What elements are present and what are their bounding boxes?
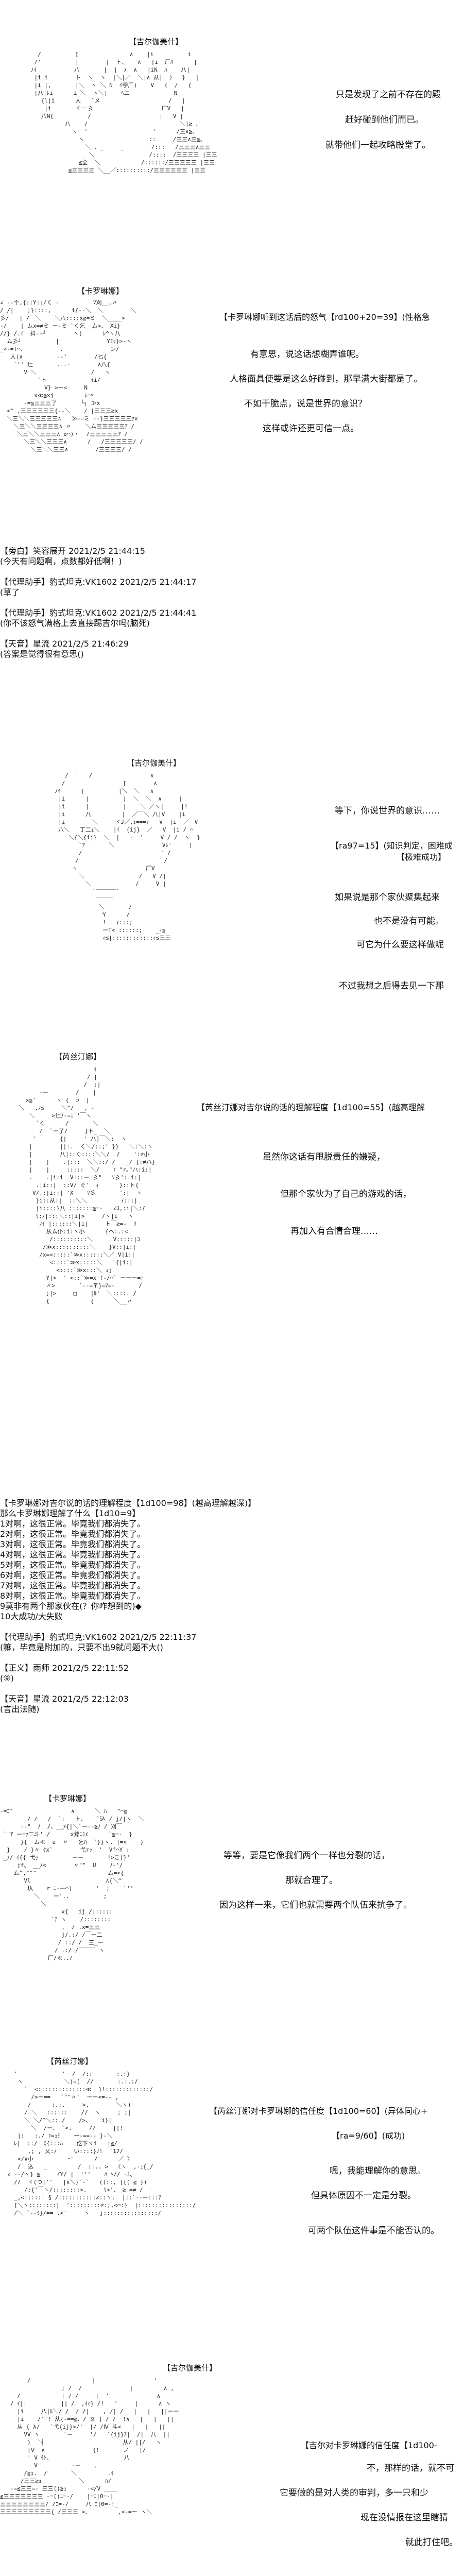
dice-roll-result: 【ra=9/60】(成功) [332,2131,405,2141]
option-item: 10大成功/大失败 [0,1612,63,1621]
roll-header: 【卡罗琳娜对吉尔说的话的理解程度【1d100=98】(越高理解越深)】 [0,1498,256,1508]
option-item: 8对啊，这很正常。毕竟我们都消失了。 [0,1591,146,1601]
dialogue-line: 再加入有合情合理…… [290,1226,378,1236]
ascii-art-gilgamesh: / ' / ∧ / [ ∧ ﾉｲ [ |＼ ＼ ∧ |i | | ＼ ＼ ∧ |… [55,772,200,941]
dialogue-line: 嗯，我能理解你的意思。 [330,2166,426,2176]
option-item: 2对啊，这很正常。毕竟我们都消失了。 [0,1529,146,1539]
comment-body: (草了 [0,587,20,597]
comment-body: (⑨) [0,1673,14,1683]
panel-carolina-1: 【卡罗琳娜】 ∠ --个,{::Y::/く - ﾏ刈__,〃 / /| ;}::… [0,283,464,515]
dialogue-line: 不过我想之后得去见一下那 [339,981,444,991]
comment: 【代理助手】豹式坦克:VK1602 2021/2/5 21:44:17 (草了 [0,577,464,598]
comment-header: 【旁白】笑容展开 2021/2/5 21:44:15 [0,546,145,556]
comment-header: 【正义】雨师 2021/2/5 22:11:52 [0,1663,129,1673]
ascii-art-carolina: ∠ --个,{::Y::/く - ﾏ刈__,〃 / /| ;}::::, i{-… [0,299,143,453]
dialogue-line: 它要做的是对人类的审判，多一只和少 [280,2488,428,2498]
dialogue-line: 但那个家伙为了自己的游戏的话， [280,1189,411,1199]
option-item: 3对啊，这很正常。毕竟我们都消失了。 [0,1539,146,1549]
comment-thread-2: 【卡罗琳娜对吉尔说的话的理解程度【1d100=98】(越高理解越深)】 那么卡罗… [0,1498,464,1725]
comment-header: 【天音】星流 2021/2/5 21:46:29 [0,639,129,649]
dialogue-line: 就带他们一起攻略殿堂了。 [325,140,431,150]
comment-body: (言出法随) [0,1704,40,1714]
option-item: 1对啊，这很正常。毕竟我们都消失了。 [0,1519,146,1529]
comment: 【旁白】笑容展开 2021/2/5 21:44:15 (今天有问题啊，点数都好低… [0,546,464,567]
speaker-label: 【吉尔伽美什】 [163,2363,217,2372]
dialogue-line: 这样或许还更可信一点。 [263,423,359,434]
dialogue-line: 虽然你这话有甩脱责任的嫌疑， [263,1152,385,1162]
speaker-label: 【卡罗琳娜】 [44,1794,91,1803]
comment-body: (答案是觉得很有意思() [0,649,84,659]
dialogue-line: 因为这样一来，它们也就需要两个队伍来抗争了。 [219,1900,412,1910]
dialogue-line: 赶好碰到他们而已。 [345,115,424,125]
comment-body: (今天有问题啊，点数都好低啊！) [0,556,122,566]
comment-body: (你不该怒气满格上去直接踢吉尔吗(脑死) [0,618,150,628]
option-list: 1对啊，这很正常。毕竟我们都消失了。 2对啊，这很正常。毕竟我们都消失了。 3对… [0,1519,464,1622]
comment: 【天音】星流 2021/2/5 21:46:29 (答案是觉得很有意思() [0,639,464,659]
dialogue-line: 可它为什么要这样做呢 [356,940,444,950]
option-item: 5对啊，这很正常。毕竟我们都消失了。 [0,1560,146,1570]
comment-body: (嘛，毕竟是附加的，只要不出9就问题不大() [0,1642,163,1652]
dialogue-line: 不如干脆点，说是世界的意识？ [244,399,367,409]
ascii-art-restina: ' ' / /:: :.:} ヽ ＼)=( // :.:.:/ ` <:::::… [7,2071,196,2216]
ascii-art-carolina: -=ﾆ" ∧ ＼ ﾊ ^⌒≧ / / / `: ト、 `込 / j/|ヽ ＼ -… [0,1808,144,1961]
ascii-art-gilgamesh: / [ ∧ |i i /' | | ト、 ∧ |i 厂ﾊ | ﾉｲ 八 | | … [30,51,217,174]
dice-roll-anger: 【卡罗琳娜听到这话后的怒气【rd100+20=39】(性格急 [219,312,430,322]
comment-thread-1: 【旁白】笑容展开 2021/2/5 21:44:15 (今天有问题啊，点数都好低… [0,546,464,670]
roll-subheader: 那么卡罗琳娜理解了什么【1d10=9】 [0,1509,141,1518]
dice-roll-trust: 【吉尔对卡罗琳娜的信任度【1d100- [301,2441,437,2450]
comment-header: 【天音】星流 2021/2/5 22:12:03 [0,1694,129,1704]
option-item: 4对啊，这很正常。毕竟我们都消失了。 [0,1550,146,1560]
dialogue-line: 不，那样的话，就不可 [367,2463,454,2473]
dialogue-line: 也不是没有可能。 [374,916,444,926]
option-item-selected: 9莫非有两个那家伙在(？你咋想到的)◆ [0,1601,142,1611]
dialogue-line: 只是发现了之前不存在的殿 [336,90,441,100]
dice-roll-result: 【极难成功】 [397,852,446,862]
speaker-label: 【卡罗琳娜】 [77,286,124,296]
option-item: 6对啊，这很正常。毕竟我们都消失了。 [0,1570,146,1580]
option-item: 7对啊，这很正常。毕竟我们都消失了。 [0,1581,146,1590]
comment: 【正义】雨师 2021/2/5 22:11:52 (⑨) [0,1663,464,1684]
panel-gilgamesh-2: 【吉尔伽美什】 / ' / ∧ / [ ∧ ﾉｲ [ |＼ ＼ ∧ |i | |… [0,757,464,1036]
dice-roll-trust: 【芮丝汀娜对卡罗琳娜的信任度【1d100=60】(异体同心+ [209,2106,428,2116]
comment: 【天音】星流 2021/2/5 22:12:03 (言出法随) [0,1694,464,1715]
dialogue-line: 如果说是那个家伙聚集起来 [335,892,440,903]
dialogue-line: 现在没情报在这里瞎猜 [360,2513,448,2523]
dialogue-line: 等等，要是它像我们两个一样也分裂的话， [224,1851,390,1861]
panel-gilgamesh-1: 【吉尔伽美什】 / [ ∧ |i i /' | | ト、 ∧ |i 厂ﾊ | ﾉ… [0,36,464,258]
dialogue-line: 人格面具使要是这么好碰到，那早满大街都是了。 [230,374,422,384]
dialogue-line: 那就合理了。 [285,1875,338,1886]
ascii-art-restina: ｲ / | / :| -ー / | x≦' ヽ { ⊃ | ＼ ,ﾉ≦ ＼^/ … [19,1066,156,1304]
dice-roll-understanding: 【芮丝汀娜对吉尔说的话的理解程度【1d100=55】(越高理解 [197,1103,425,1112]
dialogue-line: 可两个队伍这件事是不能否认的。 [308,2226,439,2236]
comment: 【代理助手】豹式坦克:VK1602 2021/2/5 22:11:37 (嘛，毕… [0,1632,464,1653]
speaker-label: 【芮丝汀娜】 [46,2057,93,2066]
dialogue-line: 但具体原因不一定是分裂。 [311,2191,416,2201]
comment: 【代理助手】豹式坦克:VK1602 2021/2/5 21:44:41 (你不该… [0,608,464,629]
panel-carolina-2: 【卡罗琳娜】 -=ﾆ" ∧ ＼ ﾊ ^⌒≧ / / / `: ト、 `込 / j… [0,1793,464,2020]
panel-restina-1: 【芮丝汀娜】 ｲ / | / :| -ー / | x≦' ヽ { ⊃ | ＼ ,… [0,1051,464,1484]
dice-roll-knowledge: 【ra97=15】(知识判定，困难成 [331,841,453,851]
panel-restina-2: 【芮丝汀娜】 ' ' / /:: :.:} ヽ ＼)=( // :.:.:/ `… [0,2056,464,2303]
comment-header: 【代理助手】豹式坦克:VK1602 2021/2/5 21:44:17 [0,577,197,587]
comment-header: 【代理助手】豹式坦克:VK1602 2021/2/5 22:11:37 [0,1632,197,1642]
dialogue-line: 等下，你说世界的意识…… [335,806,440,816]
ascii-art-gilgamesh: / | ' ; / / | ∧ , / | / / | ' ∧' / ｲ|| |… [0,2377,179,2515]
speaker-label: 【芮丝汀娜】 [55,1052,101,1061]
speaker-label: 【吉尔伽美什】 [129,37,183,46]
panel-gilgamesh-3: 【吉尔伽美什】 / | ' ; / / | ∧ , / | / / | ' ∧'… [0,2362,464,2576]
dialogue-line: 就此打住吧。 [405,2537,458,2548]
comment-header: 【代理助手】豹式坦克:VK1602 2021/2/5 21:44:41 [0,608,197,618]
speaker-label: 【吉尔伽美什】 [127,758,181,768]
dialogue-line: 有意思，说这话想糊弄谁呢。 [250,349,364,360]
